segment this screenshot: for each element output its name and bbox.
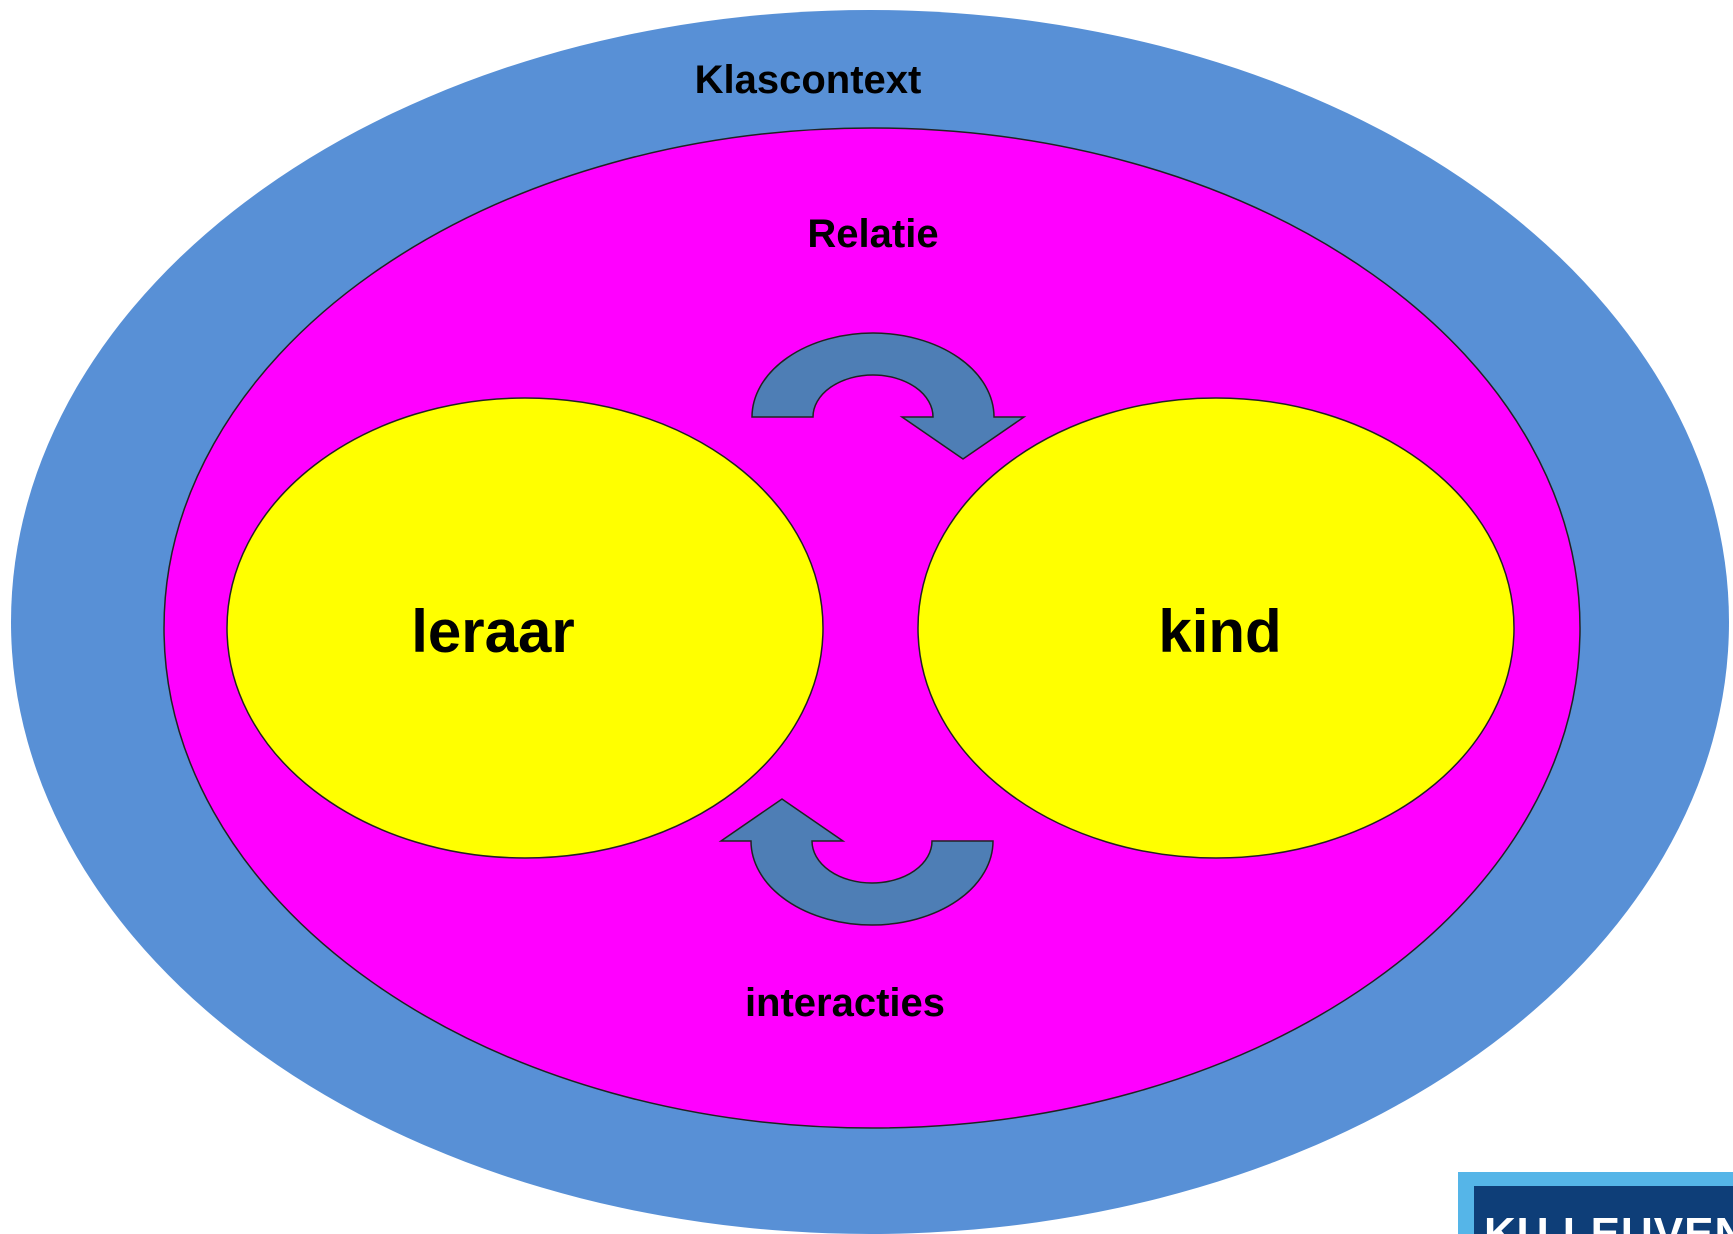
middle-label: Relatie: [807, 212, 938, 256]
node-label-leraar: leraar: [411, 598, 574, 665]
node-ellipse-kind: [917, 397, 1515, 859]
bottom-curved-arrow: [718, 798, 994, 926]
top-curved-arrow: [751, 332, 1027, 460]
node-ellipse-leraar: [226, 397, 824, 859]
logo-panel: [1474, 1186, 1733, 1234]
logo-text: KU LEUVEN: [1484, 1209, 1733, 1234]
middle-ellipse-relatie: [163, 127, 1581, 1129]
ku-leuven-logo: KU LEUVEN: [1458, 1172, 1733, 1234]
node-label-kind: kind: [1158, 598, 1281, 665]
connector-label-interacties: interacties: [745, 981, 945, 1025]
outer-label: Klascontext: [695, 58, 922, 102]
